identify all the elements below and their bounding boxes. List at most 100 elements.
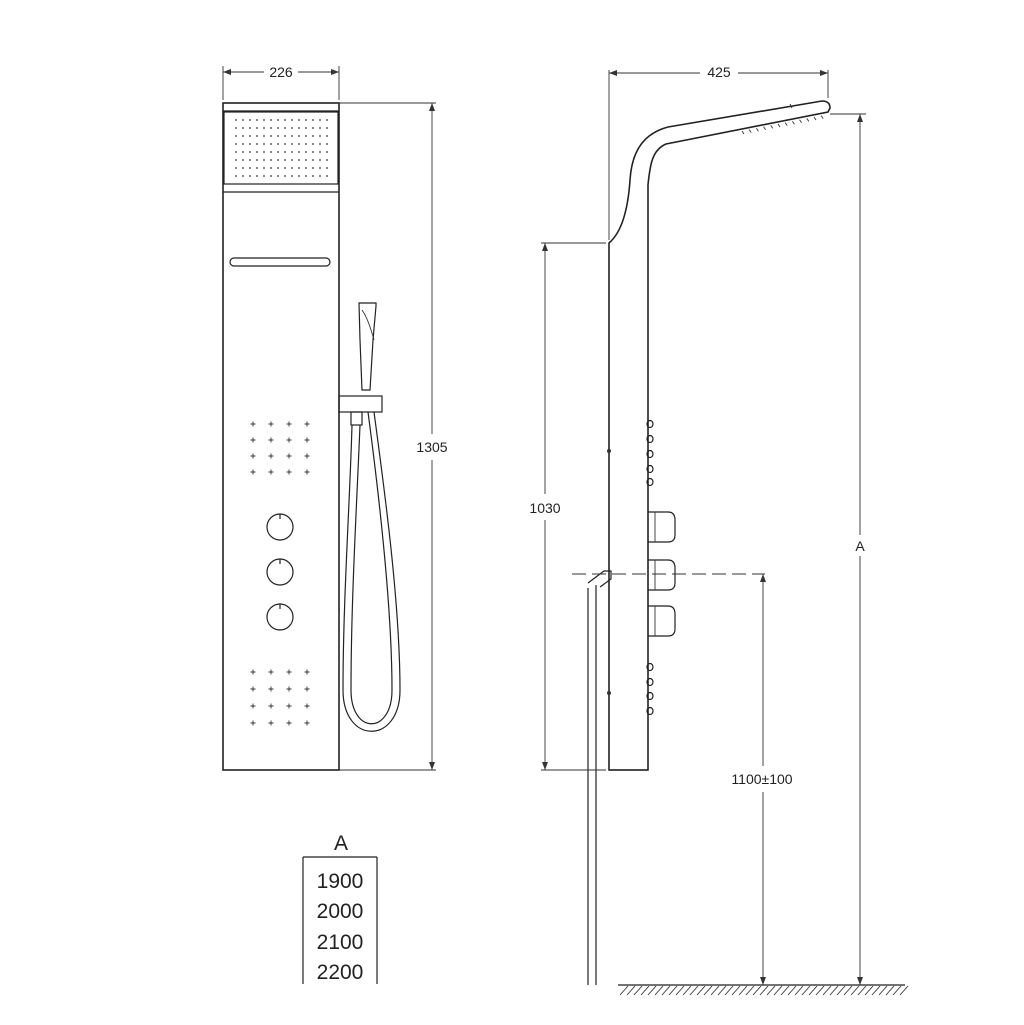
head-nozzle [748,129,752,133]
floor-hatch-stroke [745,985,755,996]
body-jet [250,703,256,709]
head-nozzle [741,130,745,135]
floor-line [618,984,909,996]
rain-nozzle [277,167,279,169]
rain-nozzle [249,159,251,161]
side-knobs [648,511,676,637]
rain-nozzle [235,175,237,177]
floor-hatch-stroke [822,985,832,996]
body-jet [250,469,256,475]
floor-hatch-stroke [850,985,860,996]
inlet-height-label: 1100±100 [731,771,792,787]
rain-nozzle [242,135,244,137]
height-table-row: 2000 [317,900,364,923]
body-jet [268,669,274,675]
rain-nozzle [298,167,300,169]
rain-nozzle [242,175,244,177]
rain-nozzle [291,167,293,169]
rain-nozzle [305,159,307,161]
floor-hatch-stroke [703,985,713,996]
body-jet [304,669,310,675]
body-jet [250,720,256,726]
body-jet [304,453,310,459]
rain-nozzle [305,151,307,153]
floor-hatch-stroke [626,985,636,996]
hand-shower [338,302,401,732]
head-nozzle [792,120,795,125]
rain-nozzle [326,167,328,169]
rain-head-grid [223,111,339,185]
height-table: A 1900 2000 2100 2200 [302,832,378,984]
rain-nozzle [235,159,237,161]
total-height-dimension: A [830,113,866,985]
rain-head-nozzles [741,115,824,135]
body-jet [250,669,256,675]
floor-hatch-stroke [857,985,867,996]
rain-nozzle [263,135,265,137]
rain-nozzle [277,135,279,137]
side-jet [646,706,654,716]
body-jet [286,686,292,692]
floor-hatch-stroke [661,985,671,996]
floor-hatch-stroke [892,985,902,996]
rain-nozzle [263,159,265,161]
floor-hatch-stroke [843,985,853,996]
rain-nozzle [305,127,307,129]
rain-nozzle [256,143,258,145]
rain-nozzle [270,119,272,121]
floor-hatch-stroke [759,985,769,996]
rain-nozzle [235,127,237,129]
waterfall-slot [229,257,331,267]
total-height-label: A [855,538,865,554]
floor-hatch-stroke [787,985,797,996]
floor-hatch-stroke [633,985,643,996]
head-nozzle [784,122,788,126]
rain-nozzle-grid [235,119,328,177]
rain-nozzle [263,143,265,145]
rain-nozzle [305,175,307,177]
front-width-dimension: 226 [222,64,340,100]
floor-hatch-stroke [675,985,685,996]
side-jet [646,477,654,487]
head-nozzle [813,116,817,121]
hand-shower-holder [338,395,383,413]
rain-nozzle [235,135,237,137]
floor-hatch-stroke [794,985,804,996]
rain-nozzle [242,143,244,145]
front-view: 226 1305 [222,64,448,771]
rain-nozzle [235,119,237,121]
rain-nozzle [270,175,272,177]
rain-nozzle [249,143,251,145]
rain-nozzle [277,175,279,177]
rain-nozzle [235,167,237,169]
floor-hatch-stroke [829,985,839,996]
height-table-header: A [334,832,348,855]
floor-hatch-stroke [899,985,909,996]
rain-nozzle [263,119,265,121]
body-jet [286,469,292,475]
rain-nozzle [263,151,265,153]
rain-nozzle [256,127,258,129]
body-jet [304,437,310,443]
rain-nozzle [284,151,286,153]
rain-nozzle [242,159,244,161]
floor-hatch-stroke [752,985,762,996]
body-jet [304,703,310,709]
body-jet [286,437,292,443]
floor-hatch-stroke [710,985,720,996]
rain-nozzle [284,127,286,129]
rain-nozzle [284,119,286,121]
rain-nozzle [270,127,272,129]
body-jet [250,453,256,459]
side-jet [646,691,654,701]
body-jet [268,720,274,726]
side-body-jets [646,419,654,716]
rain-nozzle [249,119,251,121]
rain-nozzle [326,127,328,129]
rain-nozzle [284,143,286,145]
rain-nozzle [284,135,286,137]
body-jet [304,469,310,475]
floor-hatch-stroke [773,985,783,996]
rain-nozzle [291,159,293,161]
body-jet [268,453,274,459]
